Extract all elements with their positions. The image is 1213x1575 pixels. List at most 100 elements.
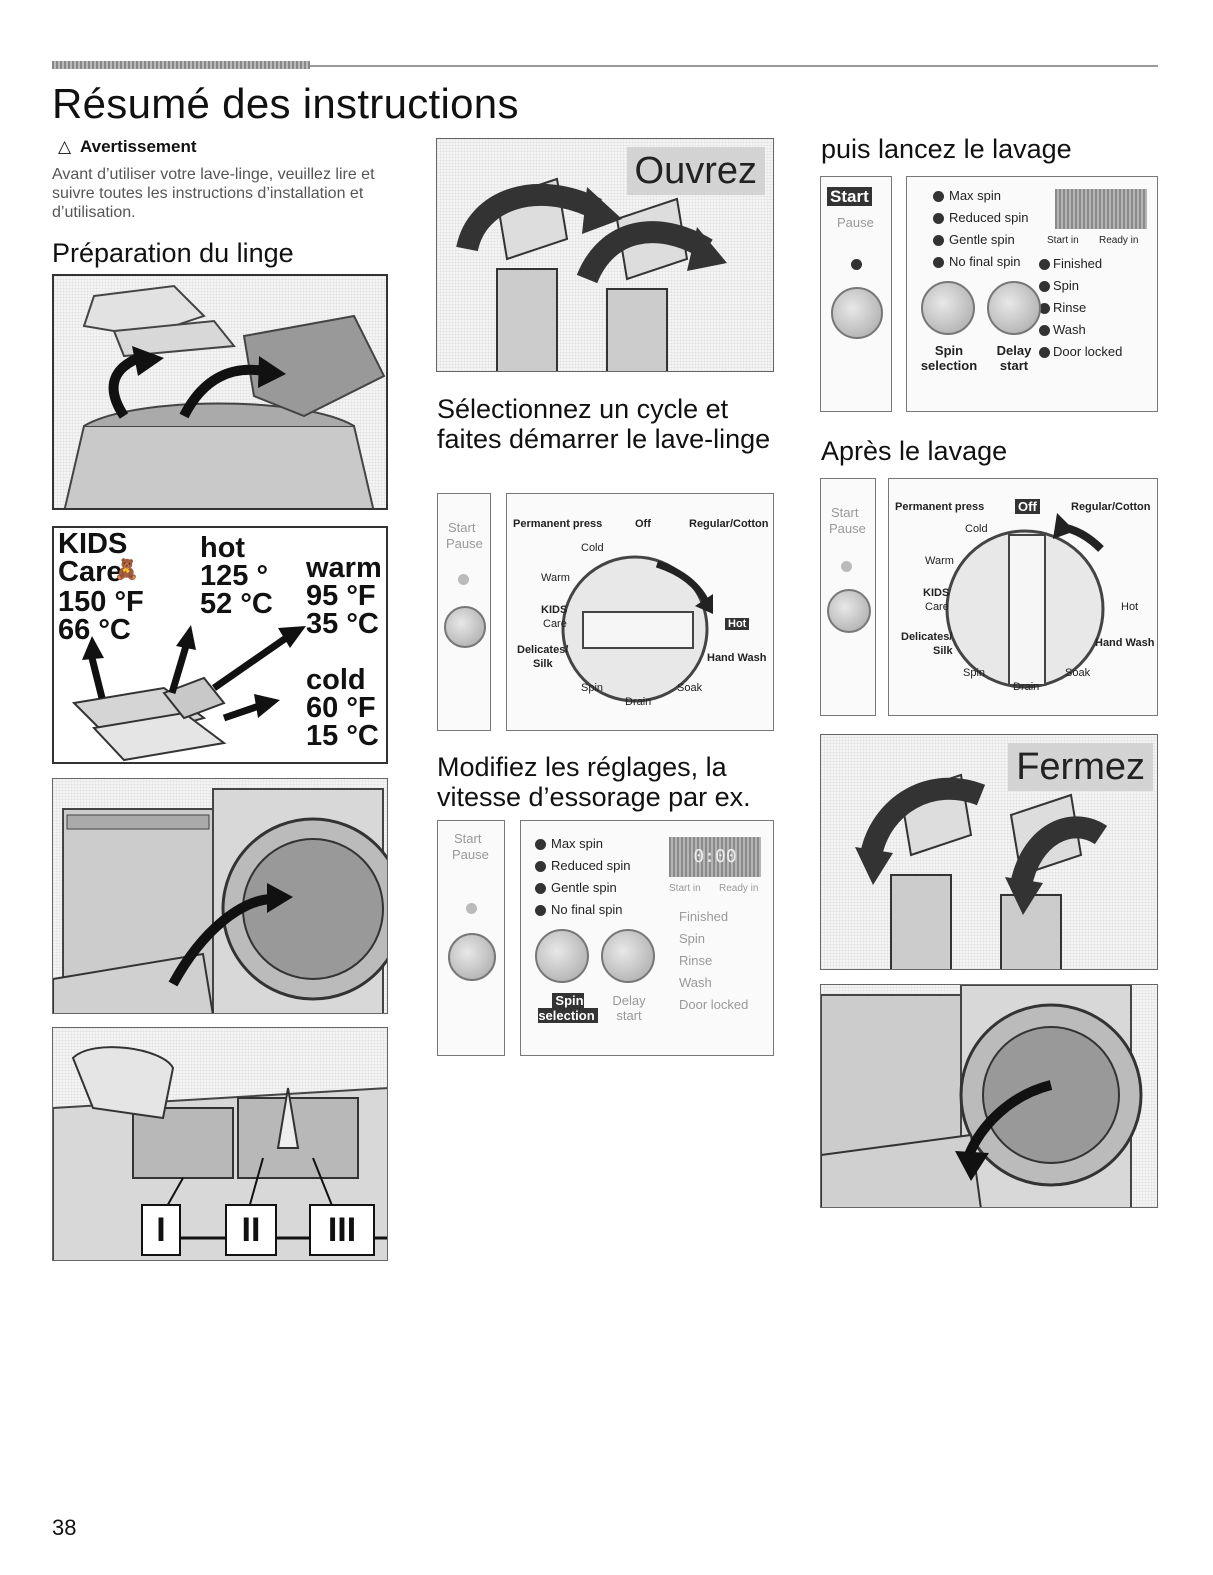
laundry-sorting-drawing <box>63 284 386 508</box>
dial-spin: Spin <box>581 682 604 694</box>
no-final-spin-led <box>535 905 546 916</box>
compartment-1-label: I <box>141 1204 181 1256</box>
start-pause-button[interactable] <box>831 287 883 339</box>
finished-led <box>1039 259 1050 270</box>
start-in-label: Start in <box>1047 235 1079 246</box>
start-led <box>458 574 469 585</box>
start-led <box>466 903 477 914</box>
ready-in-label: Ready in <box>719 883 759 894</box>
teddy-bear-icon: 🧸 <box>114 559 139 581</box>
spin-selection-button[interactable] <box>921 281 975 335</box>
status-finished: Finished <box>1053 256 1103 271</box>
hot-temp-c: 52 °C <box>200 588 273 620</box>
start-pause-strip-2: Start Pause <box>437 820 505 1056</box>
dial-soak: Soak <box>1065 667 1091 679</box>
status-finished: Finished <box>679 909 729 924</box>
start-pause-button[interactable] <box>448 933 496 981</box>
door-locked-led <box>1039 347 1050 358</box>
faucet-open-label: Ouvrez <box>626 147 765 195</box>
dial-cold: Cold <box>581 542 604 554</box>
status-door-locked: Door locked <box>1053 344 1123 359</box>
delay-start-button[interactable] <box>987 281 1041 335</box>
faucet-open-illustration: Ouvrez <box>436 138 774 372</box>
spin-status-led <box>1039 281 1050 292</box>
cycle-dial-knob[interactable] <box>563 557 707 701</box>
time-display-active <box>1055 189 1147 229</box>
cycle-dial-drawing-1 <box>561 555 713 703</box>
cold-label: cold <box>306 664 366 696</box>
faucet-close-drawing <box>855 773 1108 969</box>
option-gentle-spin: Gentle spin <box>551 880 617 895</box>
option-gentle-spin: Gentle spin <box>949 232 1015 247</box>
start-led-on <box>851 259 862 270</box>
dial-off-selected: Off <box>1015 499 1040 514</box>
dial-drain: Drain <box>1013 681 1040 693</box>
dial-cold: Cold <box>965 523 988 535</box>
start-label: Start <box>831 505 859 520</box>
start-label: Start <box>454 831 482 846</box>
dial-hot: Hot <box>1121 601 1139 613</box>
cycle-dial-drawing-2 <box>945 513 1105 689</box>
wash-led <box>1039 325 1050 336</box>
option-reduced-spin: Reduced spin <box>551 858 631 873</box>
start-pause-button[interactable] <box>444 606 486 648</box>
pause-label: Pause <box>837 215 874 230</box>
status-rinse: Rinse <box>1053 300 1087 315</box>
section-modify-settings: Modifiez les réglages, la vitesse d’esso… <box>437 752 751 812</box>
section-after-wash: Après le lavage <box>821 436 1008 466</box>
start-led <box>841 561 852 572</box>
gentle-spin-led <box>535 883 546 894</box>
dial-care: Care <box>925 601 949 613</box>
cycle-dial-panel-1: Permanent press Off Regular/Cotton Cold … <box>506 493 774 731</box>
no-final-spin-led <box>933 257 944 268</box>
hot-label: hot <box>200 532 246 564</box>
detergent-dispenser-illustration: I II III <box>52 1027 388 1261</box>
options-panel-1: Max spin Reduced spin Gentle spin No fin… <box>520 820 774 1056</box>
dial-permanent-press: Permanent press <box>513 518 603 530</box>
dial-kids: KIDS <box>923 587 950 599</box>
dial-care: Care <box>543 618 567 630</box>
compartment-2-label: II <box>225 1204 277 1256</box>
temperature-guide: KIDS Care 🧸 150 °F 66 °C hot 125 ° 52 °C… <box>52 526 388 764</box>
dial-hand-wash: Hand Wash <box>707 652 767 664</box>
gentle-spin-led <box>933 235 944 246</box>
section-start-wash: puis lancez le lavage <box>821 134 1072 164</box>
option-max-spin: Max spin <box>949 188 1002 203</box>
status-wash: Wash <box>1053 322 1086 337</box>
reduced-spin-led <box>933 213 944 224</box>
cycle-dial-knob[interactable] <box>947 531 1103 687</box>
unloading-washer-drawing <box>821 985 1143 1207</box>
page-title: Résumé des instructions <box>52 80 519 127</box>
start-pause-strip-1: Start Pause <box>437 493 491 731</box>
reduced-spin-led <box>535 861 546 872</box>
dial-silk: Silk <box>533 658 553 670</box>
dial-warm: Warm <box>925 555 954 567</box>
delay-start-label: Delay start <box>612 993 646 1023</box>
warm-label: warm <box>306 552 382 584</box>
dial-drain: Drain <box>625 696 652 708</box>
page-number: 38 <box>52 1515 77 1540</box>
cold-temp-c: 15 °C <box>306 720 379 752</box>
ready-in-label: Ready in <box>1099 235 1139 246</box>
status-rinse: Rinse <box>679 953 713 968</box>
kids-temp-f: 150 °F <box>58 586 144 618</box>
option-no-final-spin: No final spin <box>551 902 623 917</box>
warning-triangle-icon: △ <box>58 137 72 156</box>
time-display: 0:00 <box>669 837 761 877</box>
section-preparation: Préparation du linge <box>52 238 294 268</box>
laundry-sorting-illustration <box>52 274 388 510</box>
dial-off: Off <box>635 518 651 530</box>
status-wash: Wash <box>679 975 712 990</box>
start-pause-strip-4: Start Pause <box>820 478 876 716</box>
max-spin-led <box>933 191 944 202</box>
warning-text: Avant d’utiliser votre lave-linge, veuil… <box>52 166 375 221</box>
spin-selection-button[interactable] <box>535 929 589 983</box>
start-pause-button[interactable] <box>827 589 871 633</box>
section-select-cycle: Sélectionnez un cycle et faites démarrer… <box>437 394 771 454</box>
top-rule <box>52 61 1158 69</box>
rinse-led <box>1039 303 1050 314</box>
dial-delicates: Delicates/ <box>517 644 569 656</box>
dial-soak: Soak <box>677 682 703 694</box>
delay-start-button[interactable] <box>601 929 655 983</box>
loading-washer-drawing <box>53 788 387 1013</box>
